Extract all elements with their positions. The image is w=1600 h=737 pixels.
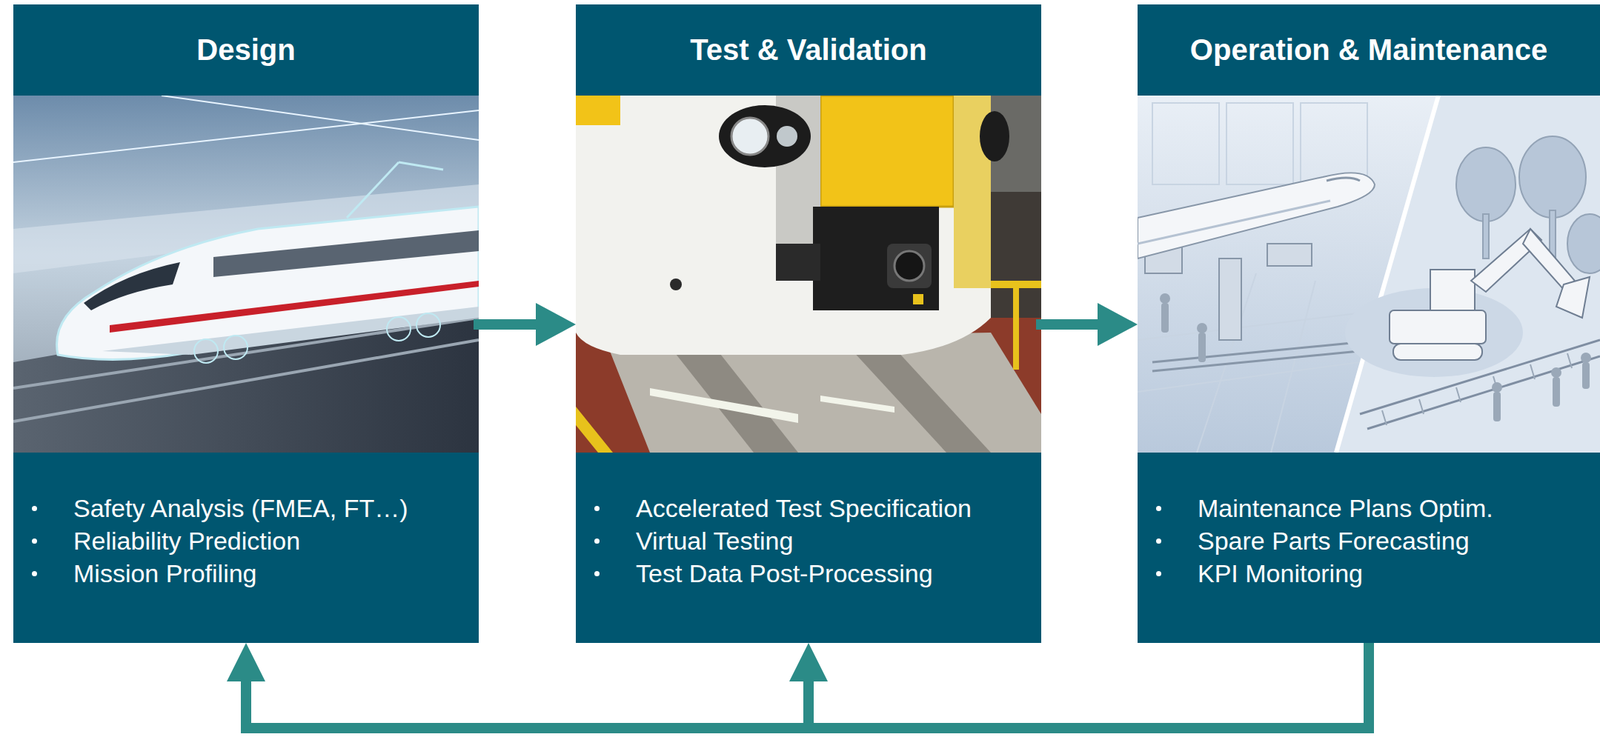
arrow-head: [1097, 303, 1138, 347]
arrow-head: [226, 643, 266, 682]
flow-arrow: [478, 303, 576, 347]
bullet-item: Maintenance Plans Optim.: [1137, 492, 1589, 525]
maintenance-scene: [1137, 95, 1600, 453]
bullet-item: Reliability Prediction: [13, 524, 467, 558]
bullet-item: Spare Parts Forecasting: [1137, 524, 1589, 558]
stage-title: Design: [196, 33, 295, 67]
test-photo: [575, 95, 1042, 453]
stage-box: Test & ValidationAccelerated Test Specif…: [575, 4, 1042, 644]
stage-body: Safety Analysis (FMEA, FT…)Reliability P…: [13, 452, 479, 644]
connector-line: [246, 643, 1369, 729]
stage-box: DesignSafety Analysis (FMEA, FT…)Reliabi…: [13, 4, 479, 644]
test-scene: [575, 95, 1042, 453]
bullet-item: Test Data Post-Processing: [575, 557, 1030, 590]
stage-body: Accelerated Test SpecificationVirtual Te…: [575, 452, 1042, 644]
stage-header: Design: [13, 4, 479, 96]
bullet-item: Accelerated Test Specification: [575, 492, 1030, 525]
maintenance-illustration: [1137, 95, 1600, 453]
connector-line: [478, 319, 539, 330]
bullet-item: Mission Profiling: [13, 557, 467, 590]
stage-header: Operation & Maintenance: [1137, 4, 1600, 96]
train-illustration: [13, 95, 479, 453]
bullet-item: Safety Analysis (FMEA, FT…): [13, 492, 467, 525]
arrow-head: [789, 643, 828, 682]
flow-arrow: [226, 643, 1369, 729]
train-scene: [13, 95, 479, 453]
bullet-item: KPI Monitoring: [1137, 557, 1589, 590]
flow-arrow: [789, 643, 1369, 729]
stage-title: Operation & Maintenance: [1190, 33, 1548, 67]
stage-title: Test & Validation: [689, 33, 927, 67]
flow-arrow: [1041, 303, 1138, 347]
connector-line: [1041, 319, 1101, 330]
stage-box: Operation & MaintenanceMaintenance Plans…: [1137, 4, 1600, 644]
stage-header: Test & Validation: [575, 4, 1042, 96]
stage-body: Maintenance Plans Optim.Spare Parts Fore…: [1137, 452, 1600, 644]
arrow-head: [535, 303, 576, 347]
connector-line: [808, 643, 1369, 729]
bullet-item: Virtual Testing: [575, 524, 1030, 558]
